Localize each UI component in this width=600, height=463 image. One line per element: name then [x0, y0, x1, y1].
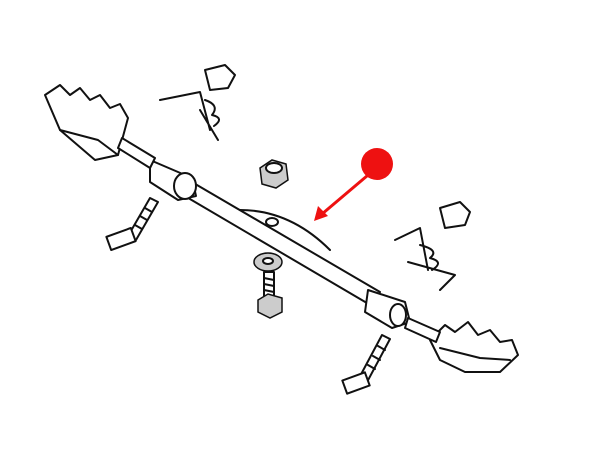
spring-left: [159, 64, 236, 141]
footpeg-left: [44, 84, 156, 169]
bolt-left: [105, 197, 159, 252]
bolt-bottom: [257, 271, 283, 319]
bolt-right: [341, 334, 391, 395]
footpeg-right: [404, 317, 519, 373]
arrow-head-icon: [314, 206, 328, 221]
nut: [259, 159, 289, 189]
washer: [253, 252, 283, 272]
annotation-marker: [314, 148, 393, 221]
spring-right: [394, 201, 471, 291]
red-dot-icon: [361, 148, 393, 180]
footpeg-bar: [149, 159, 411, 329]
